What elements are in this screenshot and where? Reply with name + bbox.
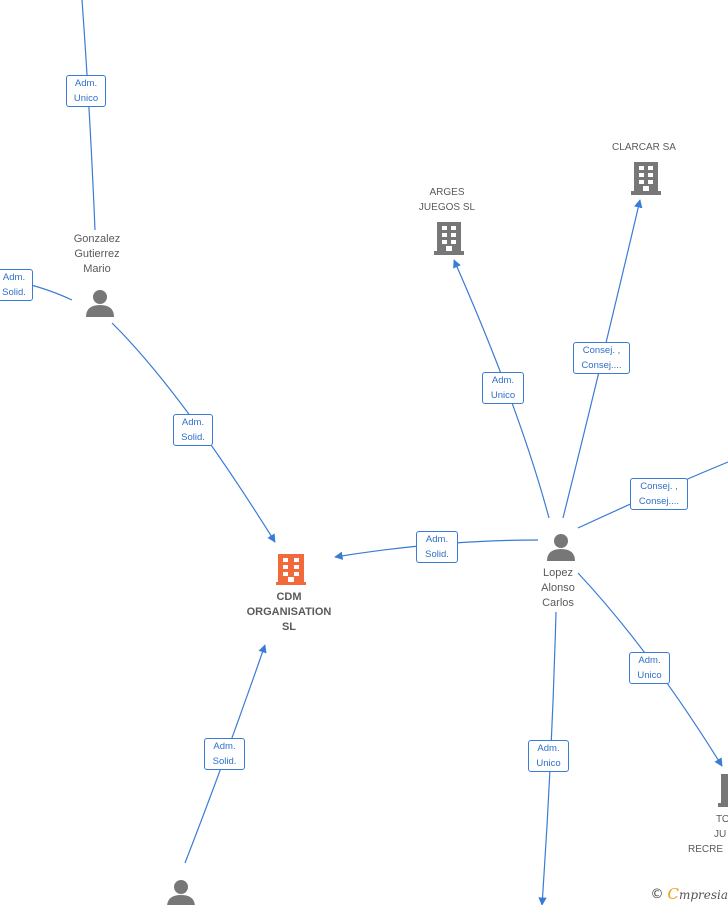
edge-label-lopez-bottom: Adm.Unico xyxy=(528,740,569,772)
lopez-person-icon[interactable] xyxy=(546,532,576,562)
edge-label-lopez-recre: Adm.Unico xyxy=(629,652,670,684)
edge-gonzalez-main xyxy=(111,322,276,543)
edge-label-lopez-right: Consej. ,Consej.... xyxy=(630,478,688,510)
gonzalez-person-icon[interactable] xyxy=(85,288,115,318)
recre-building-icon[interactable] xyxy=(718,772,728,808)
main-company-building-icon[interactable] xyxy=(276,550,306,586)
edge-label-left-gonzalez: Adm.Solid. xyxy=(0,269,33,301)
edge-label-lopez-arges: Adm.Unico xyxy=(482,372,524,404)
edge-label-lopez-clarcar: Consej. ,Consej.... xyxy=(573,342,630,374)
empresia-watermark: © Cmpresia xyxy=(650,885,728,903)
edge-label-bottom-main: Adm.Solid. xyxy=(204,738,245,770)
edge-label-lopez-main: Adm.Solid. xyxy=(416,531,458,563)
edge-label-top-gonzalez: Adm.Unico xyxy=(66,75,106,107)
edge-label-gonzalez-main: Adm.Solid. xyxy=(173,414,213,446)
bottom-person-icon[interactable] xyxy=(166,878,196,905)
copyright-icon: © xyxy=(650,886,664,902)
brand-name: Cmpresia xyxy=(667,885,728,903)
clarcar-building-icon[interactable] xyxy=(631,160,661,196)
edge-top-gonzalez xyxy=(81,0,96,231)
arges-building-icon[interactable] xyxy=(434,220,464,256)
clarcar-label[interactable]: CLARCAR SA xyxy=(612,142,676,153)
